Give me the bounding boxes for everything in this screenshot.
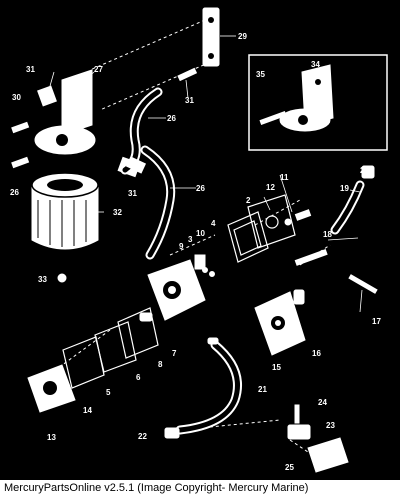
callout-21: 21 (258, 385, 267, 394)
callout-31-right: 31 (185, 96, 194, 105)
pump-cover-part (27, 364, 76, 413)
callout-30: 30 (12, 93, 21, 102)
callout-29: 29 (238, 32, 247, 41)
callout-26-top: 26 (167, 114, 176, 123)
callout-9: 9 (179, 242, 184, 251)
leader-pump (169, 234, 216, 256)
gasket-plates (62, 194, 296, 389)
callout-35: 35 (256, 70, 265, 79)
callout-12: 12 (266, 183, 275, 192)
callout-14: 14 (83, 406, 92, 415)
callout-20: 20 (360, 166, 369, 175)
callout-15: 15 (272, 363, 281, 372)
number-leaders (49, 35, 371, 313)
callout-33: 33 (38, 275, 47, 284)
callout-17: 17 (372, 317, 381, 326)
callout-7: 7 (172, 349, 177, 358)
callout-3: 3 (188, 235, 193, 244)
callout-11: 11 (280, 173, 289, 182)
callout-23: 23 (326, 421, 335, 430)
callout-19: 19 (340, 184, 349, 193)
callout-25: 25 (285, 463, 294, 472)
callout-16: 16 (312, 349, 321, 358)
filter-head-part (34, 69, 141, 178)
copyright-caption: MercuryPartsOnline v2.5.1 (Image Copyrig… (0, 480, 400, 496)
callout-27: 27 (94, 65, 103, 74)
callout-31-bottom: 31 (128, 189, 137, 198)
callout-4: 4 (211, 219, 216, 228)
inset-part (279, 64, 334, 132)
callout-22: 22 (138, 432, 147, 441)
callout-31-top: 31 (26, 65, 35, 74)
callout-32: 32 (113, 208, 122, 217)
callout-24: 24 (318, 398, 327, 407)
callout-18: 18 (323, 230, 332, 239)
fuel-pump-part (147, 254, 206, 321)
small-parts (11, 67, 378, 473)
bracket-part (202, 7, 220, 67)
callout-26-left: 26 (10, 188, 19, 197)
pump-half-part (254, 291, 306, 356)
callout-6: 6 (136, 373, 141, 382)
fuel-filter-part (31, 172, 99, 250)
callout-10: 10 (196, 229, 205, 238)
parts-diagram: 29 34 35 31 27 31 30 26 26 31 26 32 20 1… (10, 7, 388, 473)
inset-frame (248, 54, 388, 151)
callout-26-middle: 26 (196, 184, 205, 193)
callout-1: 1 (178, 263, 183, 272)
leader-bracket-29 (89, 19, 206, 71)
callout-5: 5 (106, 388, 111, 397)
callout-2: 2 (246, 196, 251, 205)
callout-34: 34 (311, 60, 320, 69)
leader-sender (179, 419, 281, 431)
callout-8: 8 (158, 360, 163, 369)
leader-bracket-bottom (99, 59, 216, 111)
callout-13: 13 (47, 433, 56, 442)
leader-gasket (254, 199, 301, 226)
